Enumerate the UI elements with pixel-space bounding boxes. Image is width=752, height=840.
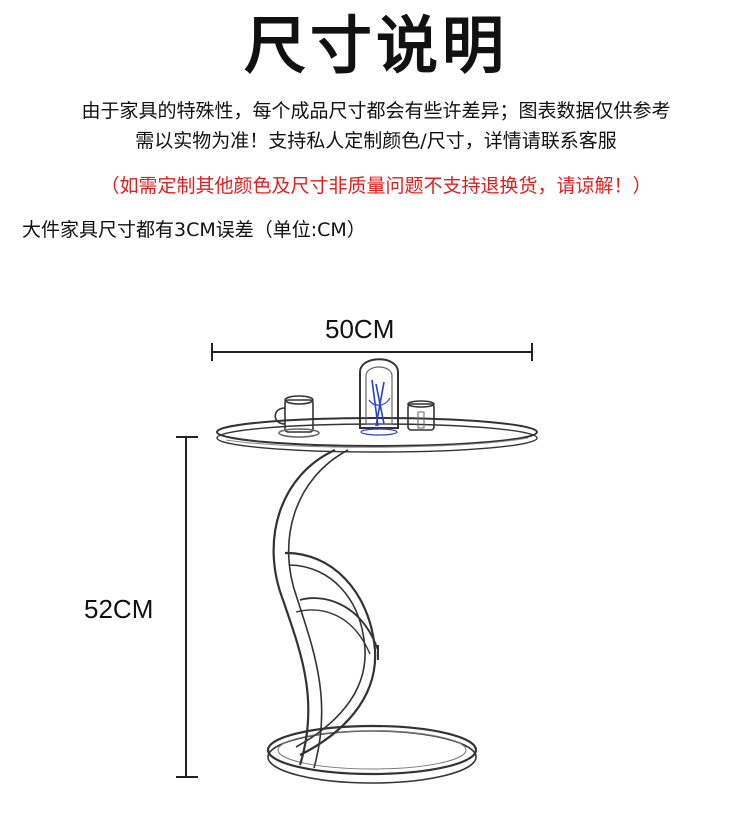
- small-jar-decoration: [407, 400, 435, 431]
- cup-decoration: [274, 395, 320, 438]
- page-title: 尺寸说明: [243, 9, 508, 82]
- tolerance-note: 大件家具尺寸都有3CM误差（单位:CM）: [22, 219, 366, 241]
- width-dimension-label: 50CM: [325, 314, 395, 344]
- height-dimension-label: 52CM: [84, 594, 154, 624]
- width-dimension-line: [211, 343, 533, 361]
- description-line-2: 需以实物为准！支持私人定制颜色/尺寸，详情请联系客服: [135, 130, 617, 152]
- table-curved-frame: [272, 448, 379, 769]
- vase-decoration: [359, 358, 399, 436]
- table-base-ring: [266, 724, 478, 784]
- description-line-1: 由于家具的特殊性，每个成品尺寸都会有些许差异；图表数据仅供参考: [81, 100, 671, 122]
- warning-text: （如需定制其他颜色及尺寸非质量问题不支持退换货，请谅解！）: [100, 175, 652, 197]
- height-dimension-line: [176, 436, 198, 778]
